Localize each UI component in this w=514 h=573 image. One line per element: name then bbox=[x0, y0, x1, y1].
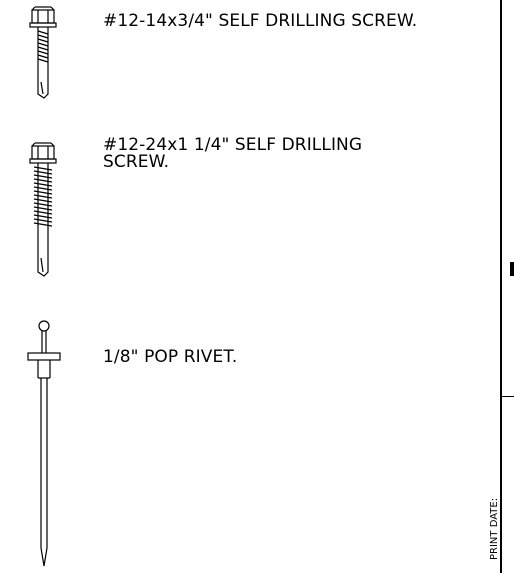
print-date-label: PRINT DATE: bbox=[489, 497, 500, 560]
short-self-drilling-screw-icon bbox=[29, 6, 57, 99]
title-block-border bbox=[500, 0, 502, 573]
short-screw-label: #12-14x3/4" SELF DRILLING SCREW. bbox=[103, 11, 418, 31]
pop-rivet-label: 1/8" POP RIVET. bbox=[103, 347, 238, 367]
long-screw-label: #12-24x1 1/4" SELF DRILLING SCREW. bbox=[103, 135, 363, 172]
title-block-mark bbox=[510, 262, 514, 276]
title-block-divider bbox=[500, 396, 514, 397]
pop-rivet-icon bbox=[27, 320, 61, 567]
long-self-drilling-screw-icon bbox=[29, 142, 57, 277]
